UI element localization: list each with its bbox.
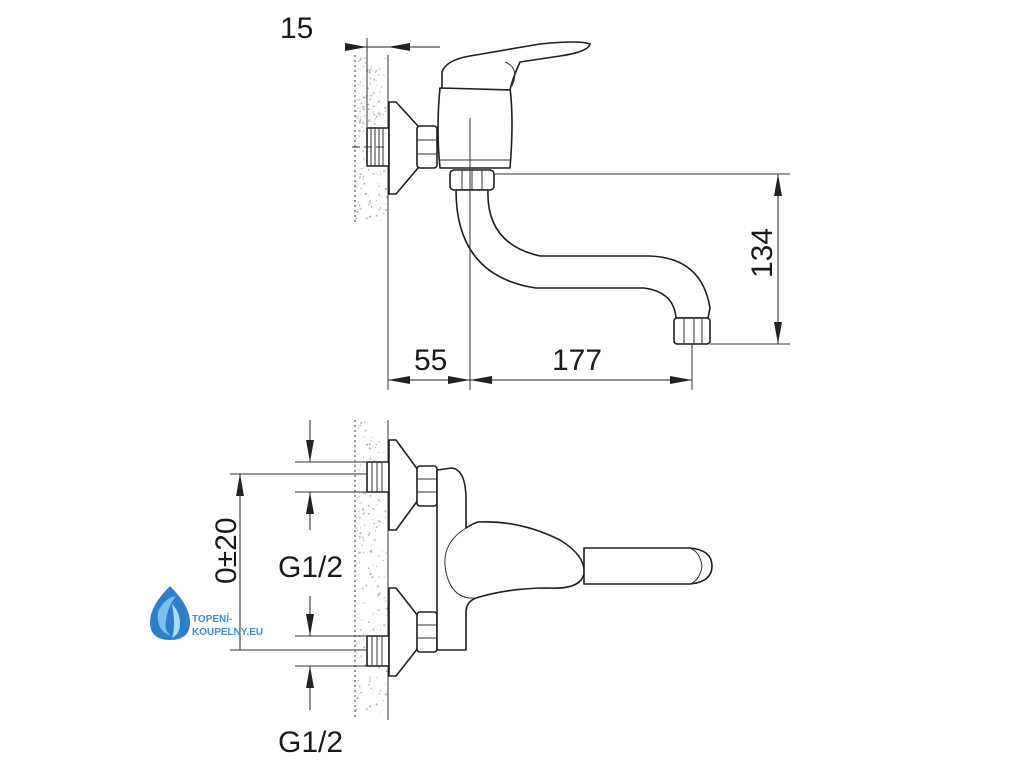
dimension-horizontal: 55 177 (388, 344, 692, 384)
brand-logo: TOPENÍ- KOUPELNY.EU (150, 586, 263, 640)
logo-text-line1: TOPENÍ- (192, 612, 232, 625)
thread-label-bottom: G1/2 (278, 726, 343, 759)
dimension-label-spout-reach: 177 (552, 344, 602, 377)
spout-plan (583, 547, 713, 585)
thread-dimension-upper (306, 420, 314, 530)
inlet-thread-upper (366, 461, 390, 493)
escutcheon-upper (388, 439, 419, 531)
dimension-label-spout-height: 134 (746, 228, 779, 278)
thread-dimension-lower (306, 596, 314, 710)
dimension-label-wall-offset: 15 (280, 12, 313, 45)
inlet-thread-lower (366, 635, 390, 667)
escutcheon-top (388, 101, 419, 195)
escutcheon-lower (388, 587, 419, 677)
dimension-inlet-spacing: 0±20 (210, 474, 244, 650)
lever-handle (441, 41, 591, 91)
wall-hatch-bottom (355, 421, 388, 714)
thread-label-top: G1/2 (278, 551, 343, 584)
logo-text-line2: KOUPELNY.EU (192, 627, 263, 638)
plan-view: 0±20 G1/2 G1/2 (210, 420, 713, 759)
hex-nut-upper (416, 465, 438, 507)
aerator (673, 317, 711, 345)
mixer-body (437, 87, 513, 169)
dimension-label-body-depth: 55 (414, 344, 447, 377)
dimension-wall-offset: 15 (280, 12, 440, 128)
side-elevation-view: 15 134 55 177 (280, 12, 790, 390)
water-drop-icon (150, 586, 190, 640)
hex-nut-lower (416, 611, 438, 653)
spout (455, 189, 711, 319)
dimension-label-inlet-spacing: 0±20 (210, 517, 243, 584)
hex-nut-top (416, 125, 438, 169)
mixer-body-plan (436, 467, 585, 651)
dimension-spout-height: 134 (746, 174, 782, 344)
